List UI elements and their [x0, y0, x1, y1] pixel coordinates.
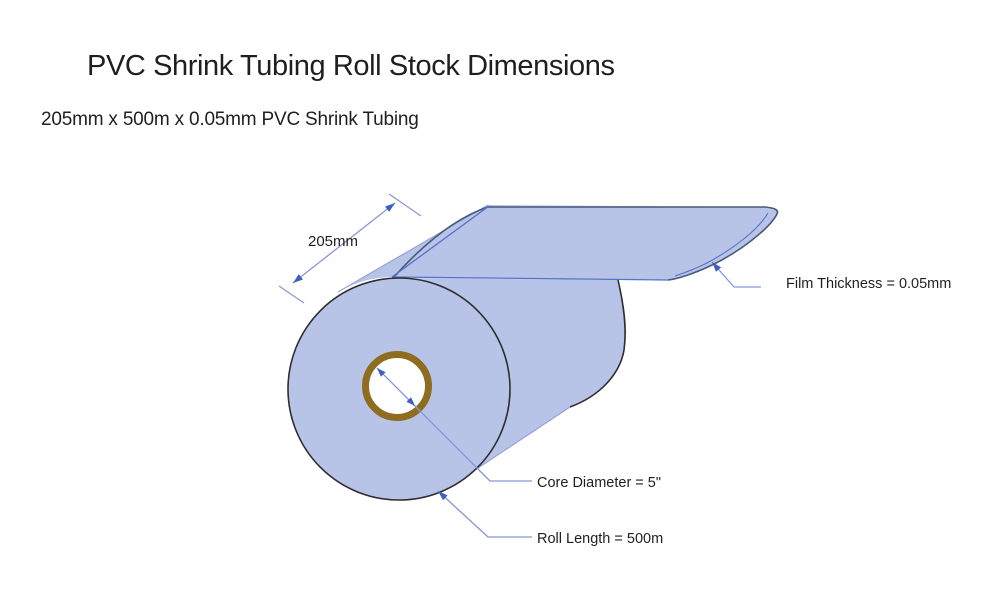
page-title: PVC Shrink Tubing Roll Stock Dimensions: [87, 50, 615, 82]
width-dimension: [278, 193, 422, 304]
sheet-liftoff-crease: [391, 205, 490, 278]
width-arrowhead-lower: [293, 274, 303, 283]
roll-length-callout: [437, 490, 532, 538]
cylinder-body: [399, 277, 626, 470]
width-dimension-tick-upper: [388, 193, 422, 217]
width-dimension-label: 205mm: [308, 233, 359, 250]
film-thickness-arrowhead: [712, 262, 722, 272]
core-diameter-label: Core Diameter = 5": [537, 475, 662, 491]
core-ring: [362, 351, 432, 421]
sheet-left-edge: [337, 204, 489, 293]
sheet-bottom-edge: [391, 276, 669, 281]
cylinder-lower-silhouette: [474, 406, 571, 471]
film-thickness-callout: [711, 261, 761, 288]
width-dimension-tick-lower: [278, 285, 305, 304]
page-subtitle: 205mm x 500m x 0.05mm PVC Shrink Tubing: [41, 109, 419, 130]
film-thickness-leader: [711, 261, 761, 288]
sheet-top-outline: [393, 206, 779, 281]
roll-length-leader: [437, 490, 532, 538]
roll-back-edge: [569, 279, 626, 408]
core-diameter-callout: [376, 367, 532, 482]
core-diameter-arrowhead-lower: [406, 397, 415, 406]
roll-length-arrowhead: [438, 491, 448, 501]
film-thickness-label: Film Thickness = 0.05mm: [786, 276, 952, 292]
width-arrowhead-upper: [385, 203, 395, 212]
roll-length-label: Roll Length = 500m: [537, 531, 664, 547]
width-dimension-line: [292, 202, 396, 284]
film-end-inner-line: [674, 212, 769, 277]
film-sheet: [338, 205, 778, 292]
core-diameter-arrowhead-upper: [377, 368, 386, 377]
